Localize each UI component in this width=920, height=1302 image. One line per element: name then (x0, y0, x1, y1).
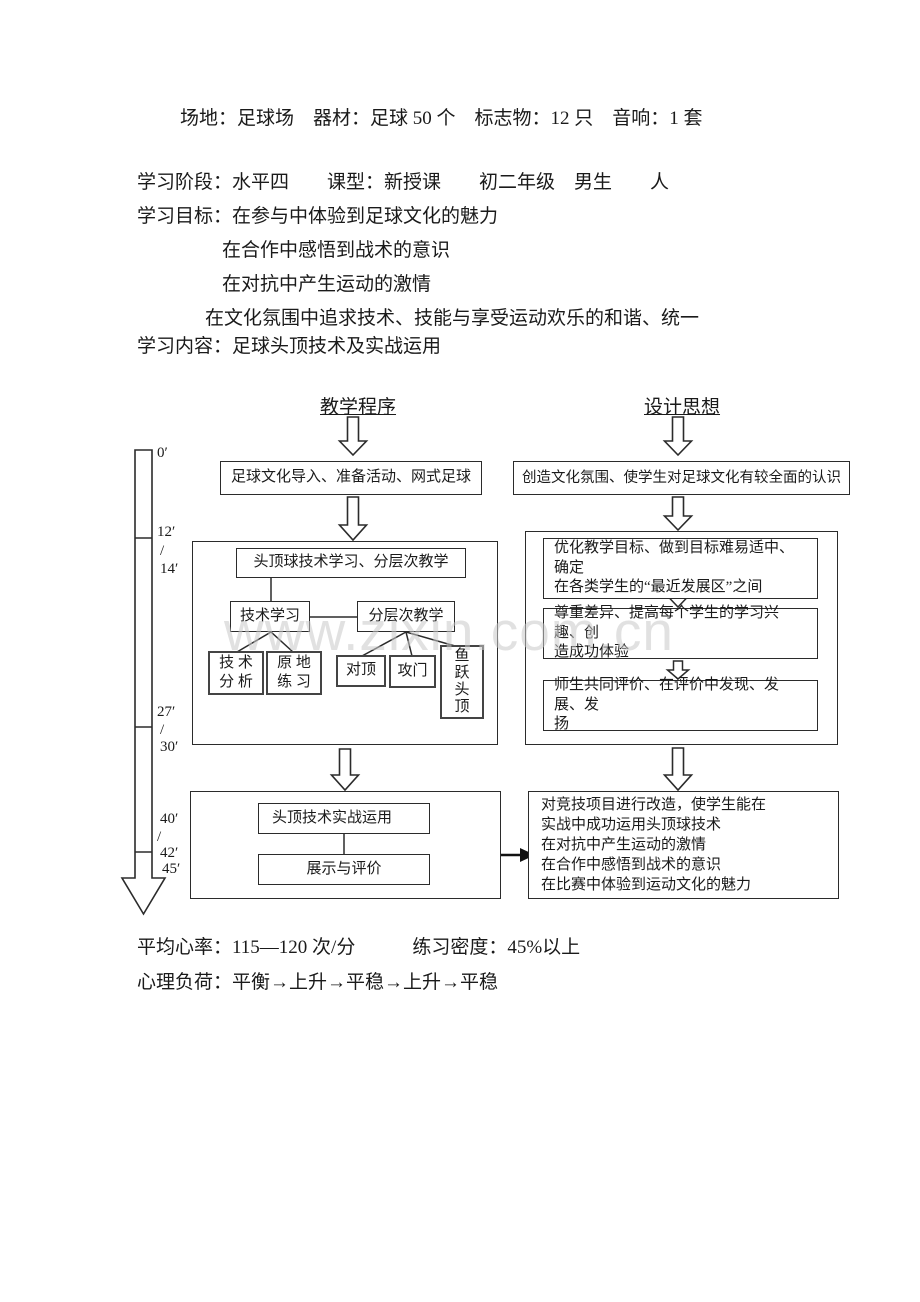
line-layered-to-diving (405, 631, 456, 647)
timeline-label-40min: 40′ (160, 811, 179, 827)
venue-equipment-line: 场地：足球场 器材：足球 50 个 标志物：12 只 音响：1 套 (180, 108, 703, 129)
down-arrow-right-4 (665, 660, 691, 680)
teaching-procedure-title: 教学程序 (320, 397, 397, 418)
respect-difference-box: 尊重差异、提高每个学生的学习兴趣、创 造成功体验 (543, 605, 818, 660)
tech-learning-stage-box (192, 541, 498, 745)
line-tech-to-analysis (236, 631, 272, 653)
down-arrow-left-2 (337, 496, 369, 542)
down-arrow-left-1 (337, 416, 369, 457)
timeline-label-27min: 27′ (157, 704, 176, 720)
show-evaluate-box: 展示与评价 (258, 854, 430, 885)
down-arrow-left-3 (329, 748, 361, 792)
culture-awareness-box: 创造文化氛围、使学生对足球文化有较全面的认识 (513, 461, 850, 495)
design-detail-stage-box (525, 531, 838, 745)
learning-goal-line-2: 在合作中感悟到战术的意识 (222, 240, 451, 261)
design-concept-title: 设计思想 (644, 397, 721, 418)
goal-attack-box: 攻门 (389, 655, 436, 688)
tech-learning-box: 技术学习 (230, 601, 310, 632)
diving-header-box: 鱼 跃 头 顶 (440, 645, 484, 719)
timeline-slash-1: / (160, 543, 165, 559)
layered-teaching-box: 分层次教学 (357, 601, 455, 632)
timeline-label-42min: 42′ (160, 845, 179, 861)
down-arrow-right-5 (662, 747, 694, 792)
horizontal-arrow-head (520, 848, 535, 862)
heading-duel-box: 对顶 (336, 655, 386, 687)
timeline-slash-2: / (160, 722, 165, 738)
timeline-label-45min: 45′ (162, 861, 181, 877)
down-arrow-right-1 (662, 416, 694, 457)
competition-reform-box: 对竞技项目进行改造，使学生能在 实战中成功运用头顶球技术 在对抗中产生运动的激情… (528, 791, 839, 899)
line-layered-to-duel (361, 631, 407, 657)
down-arrow-right-2 (662, 496, 694, 532)
optimize-goals-box: 优化教学目标、做到目标难易适中、确定 在各类学生的“最近发展区”之间 (543, 538, 818, 599)
practice-stage-box (190, 791, 501, 899)
timeline-label-14min: 14′ (160, 561, 179, 577)
timeline-slash-3: / (157, 829, 162, 845)
practical-application-box: 头顶技术实战运用 (258, 803, 430, 834)
learning-stage-line: 学习阶段：水平四 课型：新授课 初二年级 男生 人 (137, 172, 670, 193)
heading-tech-title-box: 头顶球技术学习、分层次教学 (236, 548, 466, 578)
tech-analysis-box: 技 术 分 析 (208, 651, 264, 695)
mental-load-line: 心理负荷：平衡→上升→平稳→上升→平稳 (137, 972, 499, 993)
learning-goal-line-3: 在对抗中产生运动的激情 (222, 274, 432, 295)
timeline-label-0min: 0′ (157, 445, 168, 461)
timeline-arrow (120, 449, 167, 916)
intro-activity-box: 足球文化导入、准备活动、网式足球 (220, 461, 482, 495)
avg-heart-rate-line: 平均心率：115—120 次/分 练习密度：45%以上 (137, 937, 581, 958)
timeline-label-12min: 12′ (157, 524, 176, 540)
learning-content-line: 学习内容：足球头顶技术及实战运用 (137, 336, 442, 357)
learning-goal-line-1: 学习目标：在参与中体验到足球文化的魅力 (137, 206, 499, 227)
line-layered-to-attack (405, 631, 413, 657)
timeline-label-30min: 30′ (160, 739, 179, 755)
joint-evaluation-box: 师生共同评价、在评价中发现、发展、发 扬 (543, 677, 818, 732)
in-place-practice-box: 原 地 练 习 (266, 651, 322, 695)
learning-goal-line-4: 在文化氛围中追求技术、技能与享受运动欢乐的和谐、统一 (205, 308, 700, 329)
line-tech-to-inplace (270, 631, 294, 653)
